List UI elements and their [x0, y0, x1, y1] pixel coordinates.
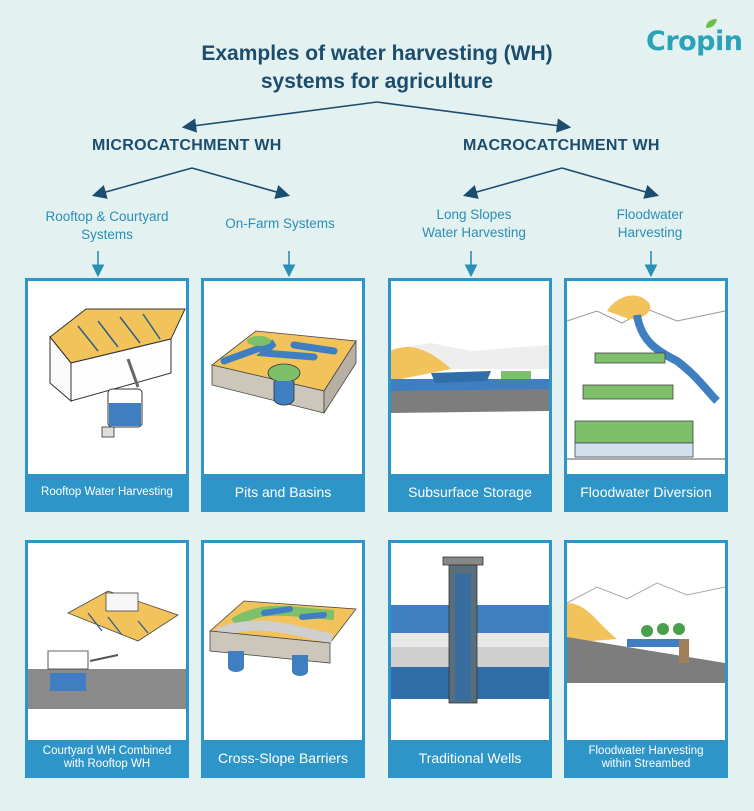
card-caption: Floodwater Harvesting within Streambed: [567, 740, 725, 775]
arrow-to-rooftop: [91, 167, 193, 199]
subcategory-longslopes-line1: Long Slopes: [436, 207, 512, 222]
card-traditional-wells: Traditional Wells: [388, 540, 552, 778]
card-caption: Traditional Wells: [391, 740, 549, 775]
cropin-logo: Cropin: [646, 19, 743, 57]
arrow-to-onfarm: [191, 167, 291, 199]
card-subsurface-storage: Subsurface Storage: [388, 278, 552, 512]
arrow-to-macro: [376, 101, 572, 133]
logo-text: Cropin: [646, 26, 743, 57]
card-caption-line2: within Streambed: [601, 757, 691, 770]
traditional-wells-illustration: [391, 556, 549, 704]
arrow-to-micro: [181, 101, 378, 133]
card-caption-line2: with Rooftop WH: [63, 757, 151, 770]
card-caption: Rooftop Water Harvesting: [28, 474, 186, 509]
title-line-1: Examples of water harvesting (WH): [201, 42, 553, 65]
arrow-to-floodwater: [561, 167, 660, 199]
card-caption: Subsurface Storage: [391, 474, 549, 509]
card-caption-line1: Courtyard WH Combined: [42, 744, 172, 757]
rooftop-illustration: [49, 308, 186, 438]
courtyard-wh-illustration: [28, 590, 186, 709]
subcategory-longslopes-line2: Water Harvesting: [422, 225, 526, 240]
subcategory-onfarm: On-Farm Systems: [225, 216, 335, 231]
subcategory-rooftop-line2: Systems: [81, 227, 133, 242]
card-courtyard-wh: Courtyard WH Combined with Rooftop WH: [25, 540, 189, 778]
floodwater-streambed-illustration: [567, 582, 725, 683]
arrow-to-longslopes: [462, 167, 563, 199]
title-line-2: systems for agriculture: [260, 70, 494, 93]
card-caption-line1: Floodwater Harvesting: [588, 744, 704, 757]
card-floodwater-diversion: Floodwater Diversion: [564, 278, 728, 512]
subsurface-storage-illustration: [391, 343, 549, 413]
card-caption: Cross-Slope Barriers: [204, 740, 362, 775]
subcategory-rooftop: Rooftop & Courtyard Systems: [18, 208, 196, 244]
page-title: Examples of water harvesting (WH) system…: [0, 40, 754, 96]
subcategory-rooftop-line1: Rooftop & Courtyard: [45, 209, 169, 224]
card-pits-and-basins: Pits and Basins: [201, 278, 365, 512]
category-macrocatchment: MACROCATCHMENT WH: [463, 137, 660, 154]
floodwater-diversion-illustration: [567, 295, 725, 460]
subcategory-longslopes: Long Slopes Water Harvesting: [398, 206, 550, 242]
card-caption: Pits and Basins: [204, 474, 362, 509]
subcategory-floodwater-line1: Floodwater: [616, 207, 684, 222]
subcategory-floodwater: Floodwater Harvesting: [580, 206, 720, 242]
pits-basins-illustration: [211, 330, 357, 415]
card-caption: Floodwater Diversion: [567, 474, 725, 509]
cross-slope-barriers-illustration: [209, 600, 357, 676]
card-cross-slope-barriers: Cross-Slope Barriers: [201, 540, 365, 778]
subcategory-floodwater-line2: Harvesting: [617, 225, 683, 240]
connector-arrows: [91, 101, 660, 278]
card-floodwater-streambed: Floodwater Harvesting within Streambed: [564, 540, 728, 778]
leaf-icon: [706, 19, 717, 28]
card-caption: Courtyard WH Combined with Rooftop WH: [28, 740, 186, 775]
card-rooftop-water-harvesting: Rooftop Water Harvesting: [25, 278, 189, 512]
category-microcatchment: MICROCATCHMENT WH: [92, 137, 282, 154]
